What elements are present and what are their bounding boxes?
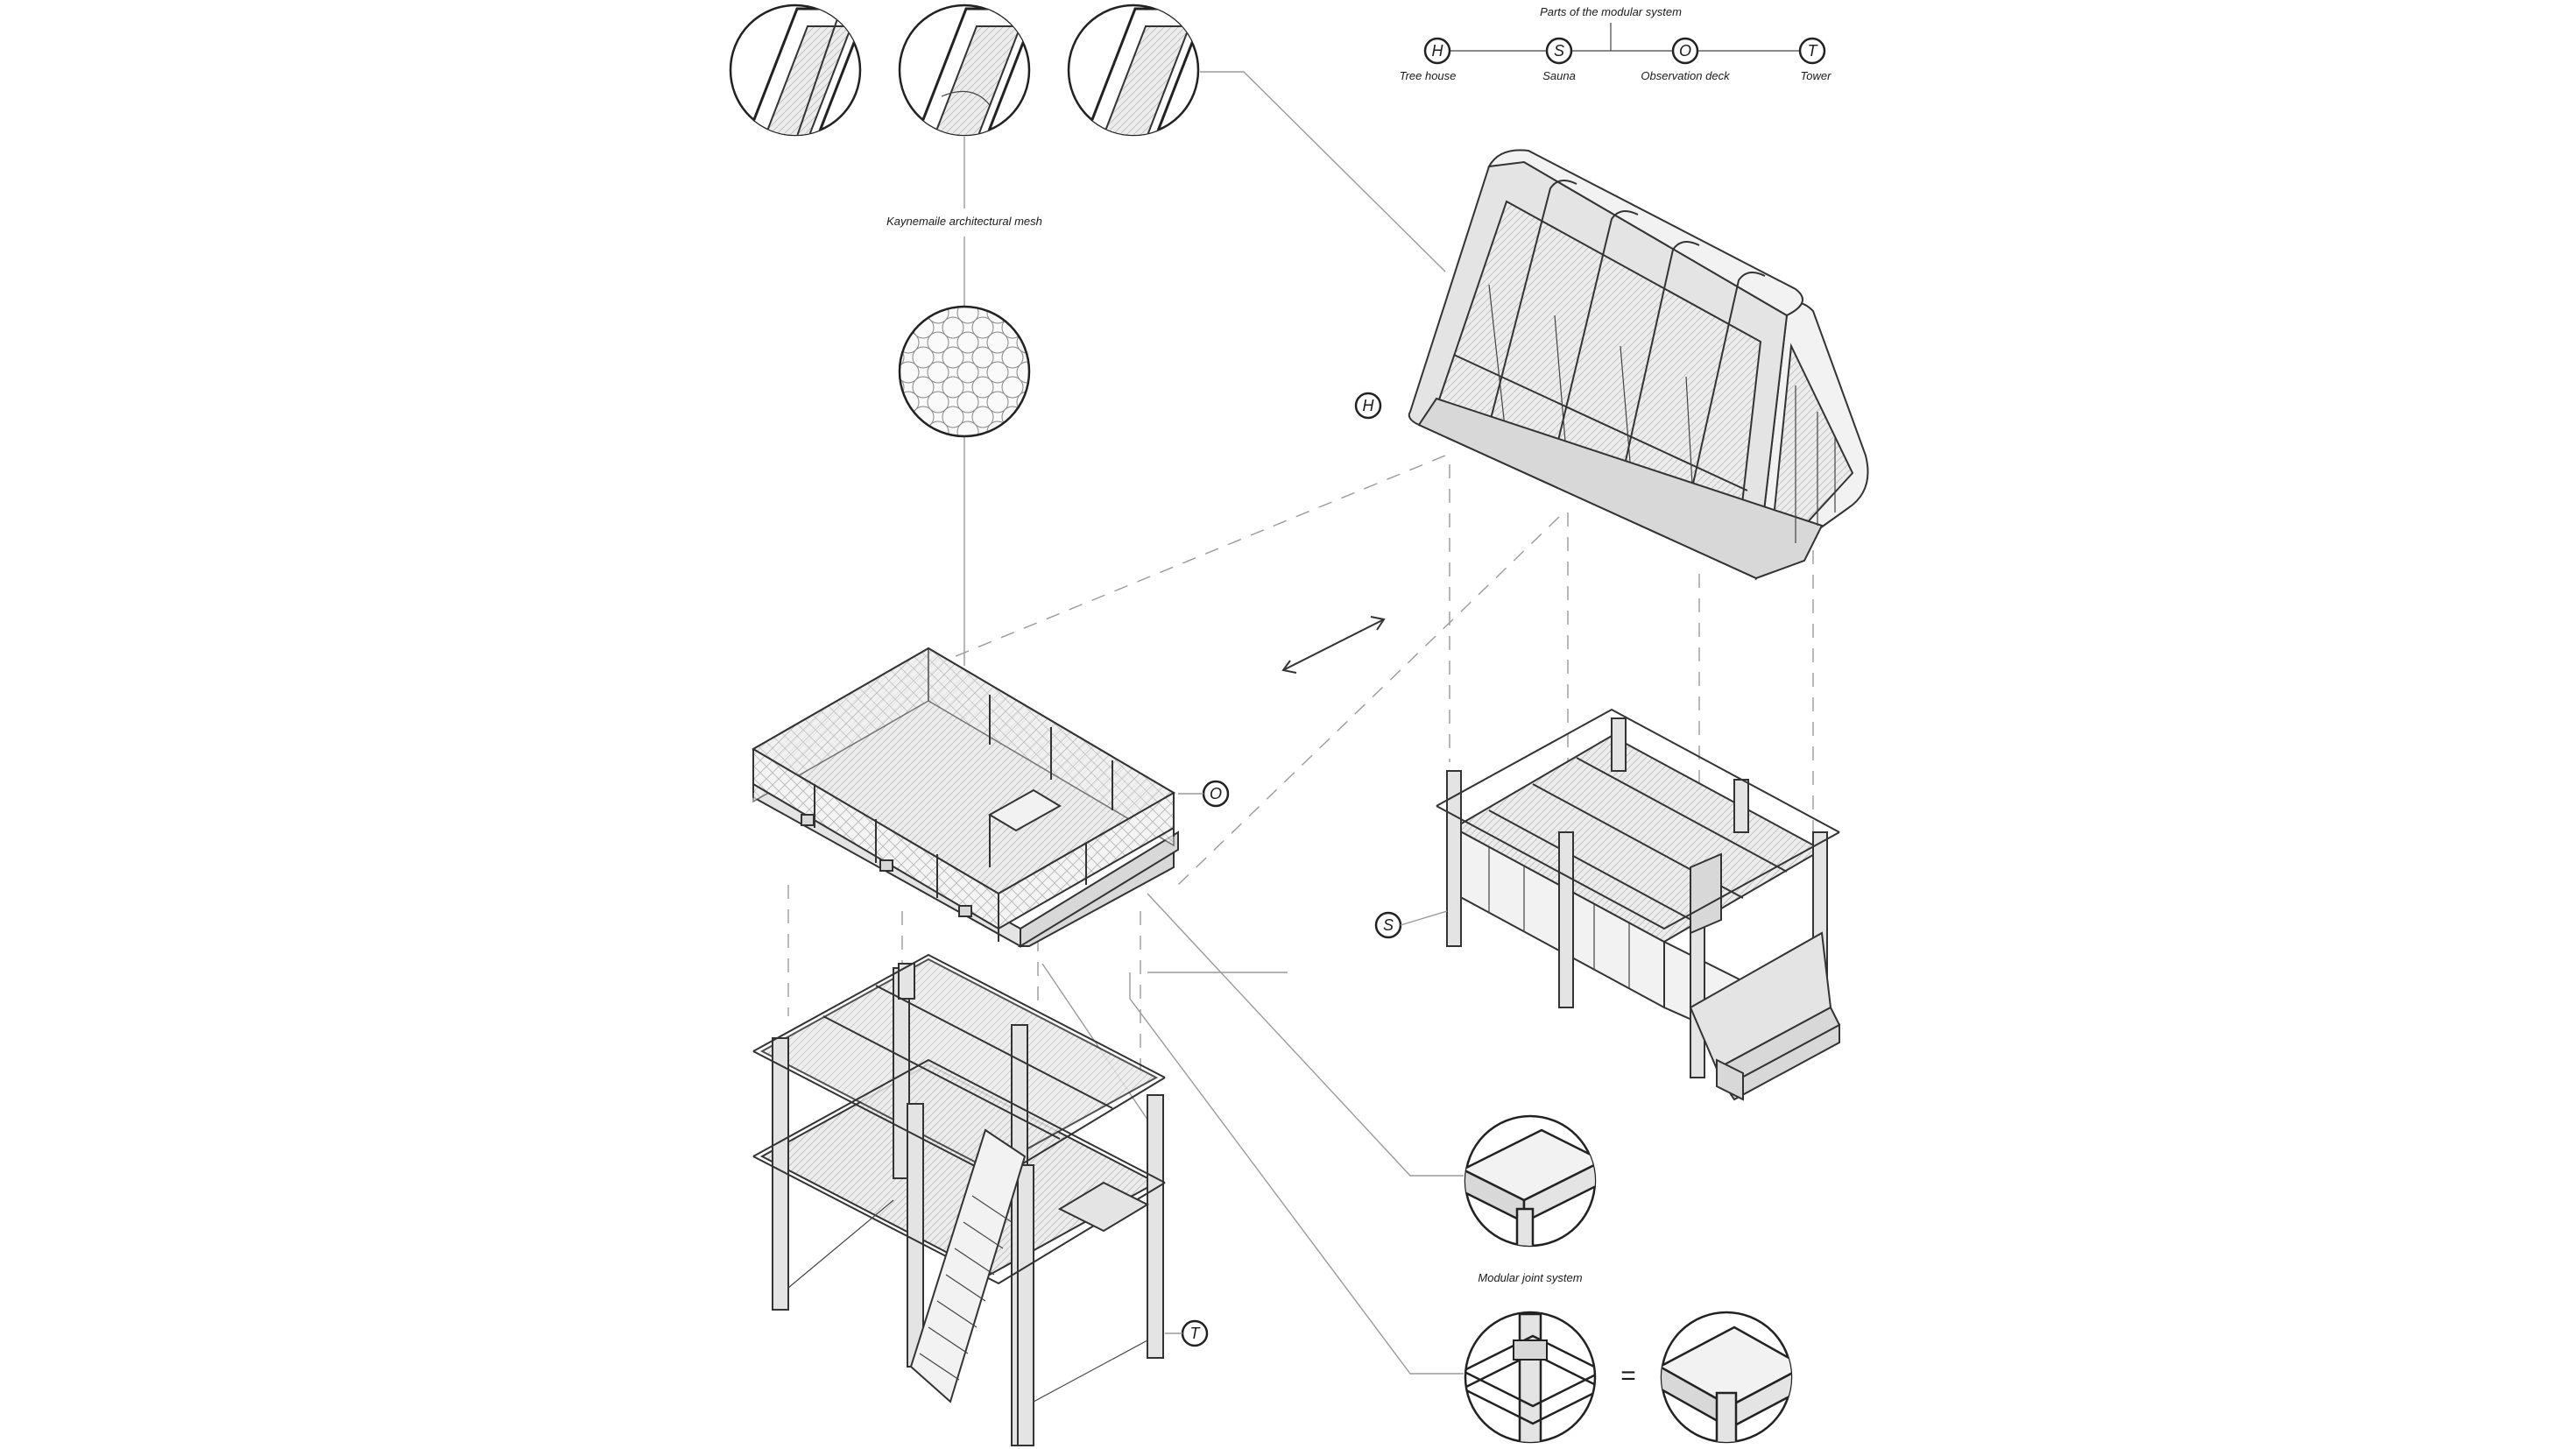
double-arrow-icon — [1281, 616, 1386, 674]
svg-text:S: S — [1383, 916, 1394, 934]
svg-text:T: T — [1190, 1325, 1202, 1342]
legend-label-tree-house: Tree house — [1400, 69, 1457, 82]
mesh-pattern-circle — [898, 305, 1031, 438]
mesh-detail-circle-3 — [1067, 4, 1200, 137]
mesh-label: Kaynemaile architectural mesh — [886, 215, 1042, 228]
svg-text:O: O — [1210, 785, 1222, 802]
svg-text:T: T — [1808, 42, 1819, 60]
joint-detail-circle-3 — [1660, 1311, 1793, 1444]
svg-text:O: O — [1679, 42, 1691, 60]
tag-sauna: S — [1374, 910, 1448, 939]
mesh-detail-circle-1 — [729, 4, 862, 137]
legend-title: Parts of the modular system — [1540, 5, 1682, 18]
equals-sign: = — [1620, 1361, 1636, 1390]
legend-label-sauna: Sauna — [1542, 69, 1576, 82]
joint-detail-circle-1 — [1464, 1114, 1597, 1248]
tower-module — [752, 953, 1166, 1446]
legend-item-sauna: S Sauna — [1542, 37, 1576, 82]
sauna-module — [1436, 708, 1841, 1101]
tag-tree-house: H — [1354, 392, 1382, 420]
observation-deck-module — [752, 647, 1179, 948]
tree-house-module — [1408, 149, 1869, 581]
legend-item-tower: T Tower — [1798, 37, 1832, 82]
svg-text:H: H — [1363, 397, 1375, 414]
svg-text:S: S — [1554, 42, 1564, 60]
legend-item-observation-deck: O Observation deck — [1641, 37, 1731, 82]
legend-label-tower: Tower — [1801, 69, 1832, 82]
joint-label: Modular joint system — [1478, 1271, 1582, 1284]
tag-tower: T — [1165, 1319, 1209, 1347]
legend-label-observation-deck: Observation deck — [1641, 69, 1731, 82]
legend: Parts of the modular system H Tree house… — [1400, 5, 1832, 82]
tag-observation-deck: O — [1178, 780, 1230, 808]
svg-text:H: H — [1432, 42, 1444, 60]
mesh-detail-circle-2 — [898, 4, 1031, 137]
legend-item-tree-house: H Tree house — [1400, 37, 1457, 82]
joint-detail-circle-2 — [1464, 1311, 1597, 1444]
